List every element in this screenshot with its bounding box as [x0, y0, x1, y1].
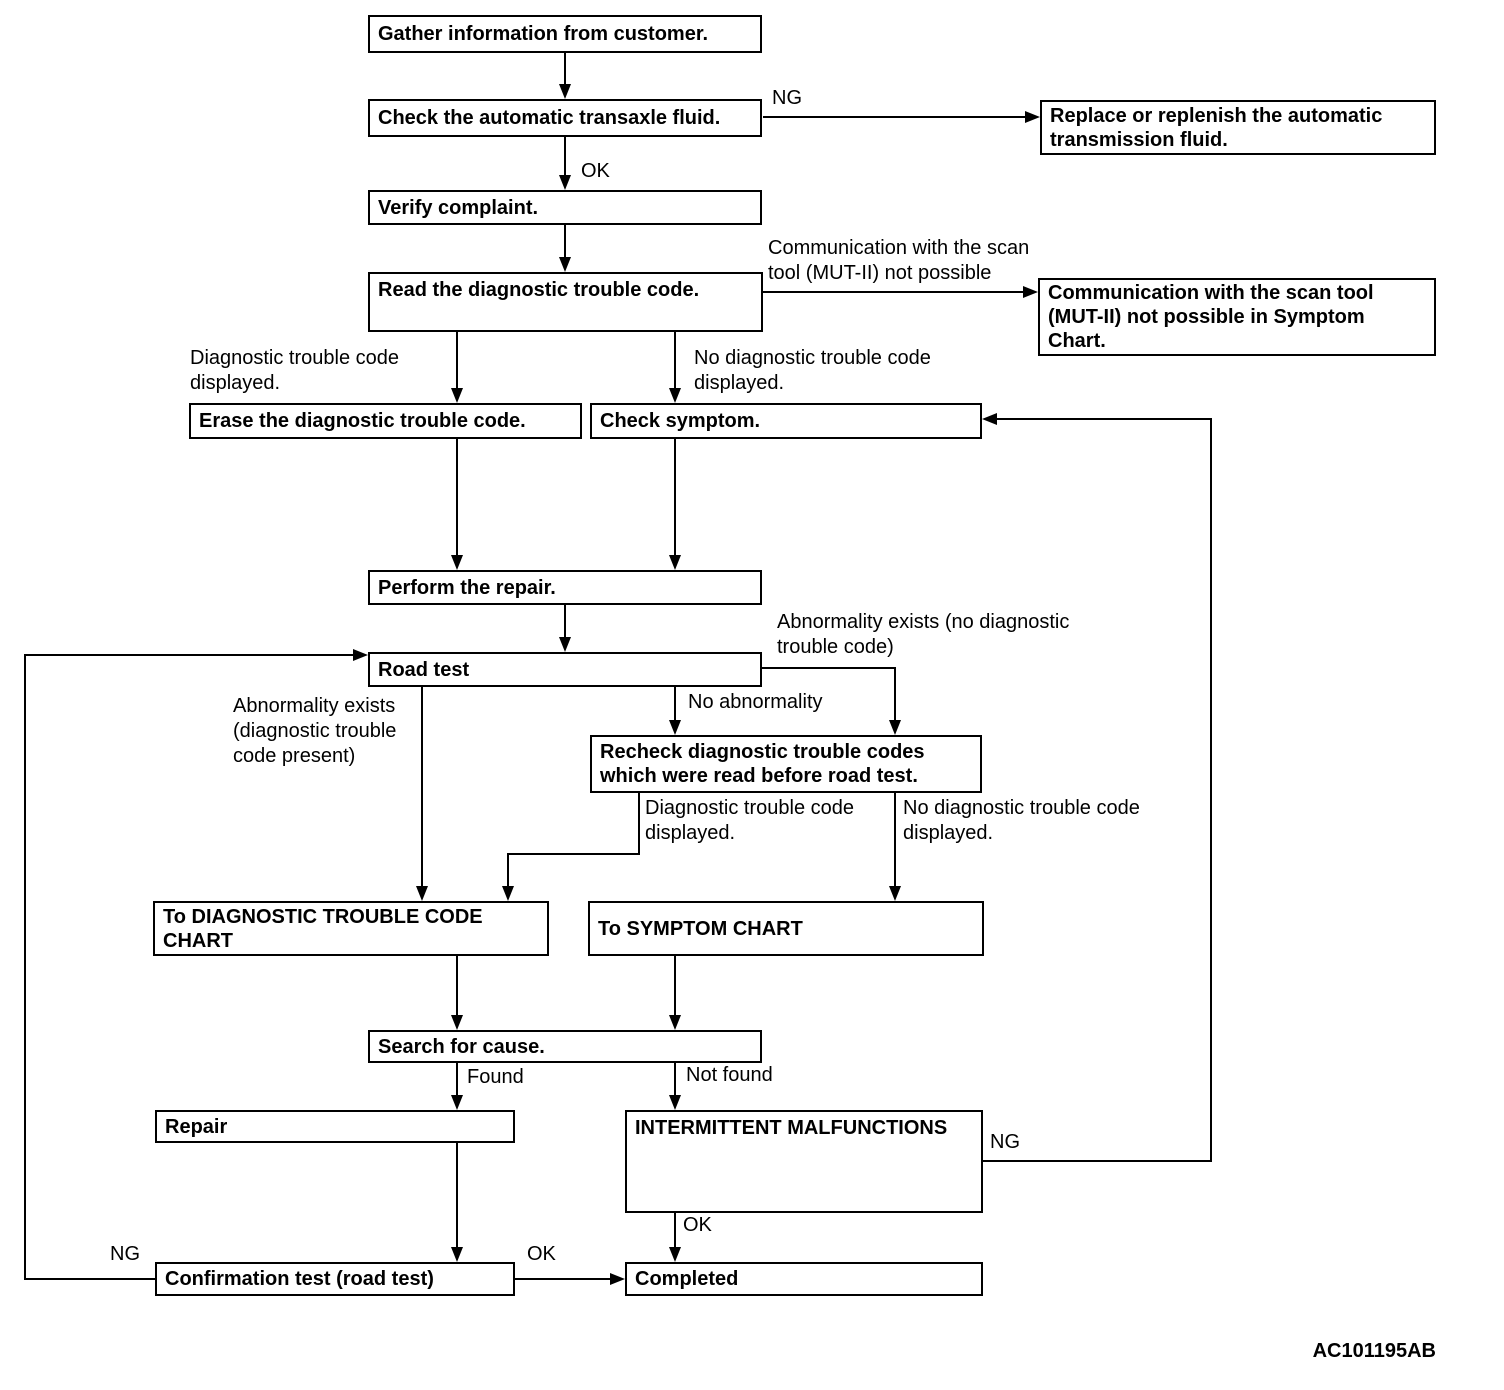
node-road-test: Road test [368, 652, 762, 687]
arrowhead-right-icon [1025, 111, 1040, 123]
connector-checkfluid-to-replace [763, 116, 1027, 118]
feedback-left-v [24, 654, 26, 1280]
connector-roadtest-right-v [894, 667, 896, 722]
label-comm-not-possible: Communication with the scan tool (MUT-II… [768, 237, 1030, 284]
label-no-dtc-displayed-1: No diagnostic trouble code displayed. [694, 347, 931, 394]
connector-confirmation-to-completed [515, 1278, 612, 1280]
node-verify-complaint: Verify complaint. [368, 190, 762, 225]
connector-readdtc-to-comm [763, 291, 1025, 293]
connector-checksymptom-to-perform [674, 439, 676, 557]
figure-code: AC101195AB [1312, 1340, 1436, 1362]
arrowhead-right-icon [610, 1273, 625, 1285]
arrowhead-left-icon [982, 413, 997, 425]
connector-recheck-elbow-h [507, 853, 640, 855]
connector-search-to-intermittent [674, 1063, 676, 1097]
label-dtc-displayed-1: Diagnostic trouble code displayed. [190, 347, 400, 394]
connector-repair-to-confirmation [456, 1143, 458, 1249]
node-perform-repair: Perform the repair. [368, 570, 762, 605]
node-erase-dtc: Erase the diagnostic trouble code. [189, 403, 582, 439]
arrowhead-down-icon [889, 720, 901, 735]
label-dtc-displayed-2: Diagnostic trouble code displayed. [645, 797, 855, 844]
arrowhead-right-icon [1023, 286, 1038, 298]
node-check-transaxle-fluid: Check the automatic transaxle fluid. [368, 99, 762, 137]
connector-readdtc-to-erase [456, 332, 458, 390]
label-ng-intermittent: NG [990, 1131, 1020, 1153]
connector-recheck-elbow-v2 [507, 853, 509, 888]
node-comm-not-possible: Communication with the scan tool (MUT-II… [1038, 278, 1436, 356]
connector-perform-to-roadtest [564, 605, 566, 639]
arrowhead-down-icon [669, 720, 681, 735]
node-gather-information: Gather information from customer. [368, 15, 762, 53]
label-ok-intermittent: OK [683, 1214, 712, 1236]
arrowhead-down-icon [669, 1015, 681, 1030]
node-intermittent-malfunctions: INTERMITTENT MALFUNCTIONS [625, 1110, 983, 1213]
feedback-right-h-bottom [983, 1160, 1212, 1162]
feedback-right-v [1210, 418, 1212, 1162]
node-repair: Repair [155, 1110, 515, 1143]
arrowhead-down-icon [559, 84, 571, 99]
feedback-right-h-top [997, 418, 1212, 420]
connector-readdtc-to-checksymptom [674, 332, 676, 390]
connector-symptomchart-to-search [674, 956, 676, 1017]
connector-verify-to-readdtc [564, 225, 566, 259]
arrowhead-right-icon [353, 649, 368, 661]
label-abnormality-no-dtc: Abnormality exists (no diagnostic troubl… [777, 611, 1070, 658]
connector-search-to-repair [456, 1063, 458, 1097]
node-replace-fluid: Replace or replenish the automatic trans… [1040, 100, 1436, 155]
node-completed: Completed [625, 1262, 983, 1296]
node-check-symptom: Check symptom. [590, 403, 982, 439]
arrowhead-down-icon [559, 257, 571, 272]
arrowhead-down-icon [451, 555, 463, 570]
label-ng-fluid: NG [772, 87, 802, 109]
connector-roadtest-to-recheck [674, 687, 676, 722]
connector-recheck-elbow-v1 [638, 793, 640, 855]
arrowhead-down-icon [451, 388, 463, 403]
label-no-abnormality: No abnormality [688, 691, 823, 713]
node-recheck-dtc: Recheck diagnostic trouble codes which w… [590, 735, 982, 793]
arrowhead-down-icon [502, 886, 514, 901]
node-search-for-cause: Search for cause. [368, 1030, 762, 1063]
label-not-found: Not found [686, 1064, 773, 1086]
arrowhead-down-icon [451, 1247, 463, 1262]
label-found: Found [467, 1066, 524, 1088]
label-ok-fluid: OK [581, 160, 610, 182]
arrowhead-down-icon [416, 886, 428, 901]
label-ng-confirmation: NG [110, 1243, 140, 1265]
arrowhead-down-icon [669, 1247, 681, 1262]
label-ok-confirmation: OK [527, 1243, 556, 1265]
arrowhead-down-icon [669, 388, 681, 403]
node-to-symptom-chart: To SYMPTOM CHART [588, 901, 984, 956]
arrowhead-down-icon [451, 1095, 463, 1110]
connector-dtcchart-to-search [456, 956, 458, 1017]
node-confirmation-test: Confirmation test (road test) [155, 1262, 515, 1296]
connector-checkfluid-to-verify [564, 137, 566, 177]
arrowhead-down-icon [669, 1095, 681, 1110]
connector-gather-to-checkfluid [564, 53, 566, 86]
connector-erase-to-perform [456, 439, 458, 557]
node-to-dtc-chart: To DIAGNOSTIC TROUBLE CODE CHART [153, 901, 549, 956]
arrowhead-down-icon [451, 1015, 463, 1030]
connector-recheck-to-symptomchart [894, 793, 896, 888]
arrowhead-down-icon [669, 555, 681, 570]
feedback-left-h-top [25, 654, 355, 656]
node-read-dtc: Read the diagnostic trouble code. [368, 272, 763, 332]
connector-roadtest-to-dtcchart [421, 687, 423, 888]
feedback-left-h-bottom [25, 1278, 155, 1280]
connector-intermittent-to-completed [674, 1213, 676, 1249]
arrowhead-down-icon [559, 637, 571, 652]
arrowhead-down-icon [889, 886, 901, 901]
label-abnormality-dtc-present: Abnormality exists (diagnostic trouble c… [233, 695, 397, 767]
arrowhead-down-icon [559, 175, 571, 190]
label-no-dtc-displayed-2: No diagnostic trouble code displayed. [903, 797, 1140, 844]
connector-roadtest-right-h [762, 667, 896, 669]
